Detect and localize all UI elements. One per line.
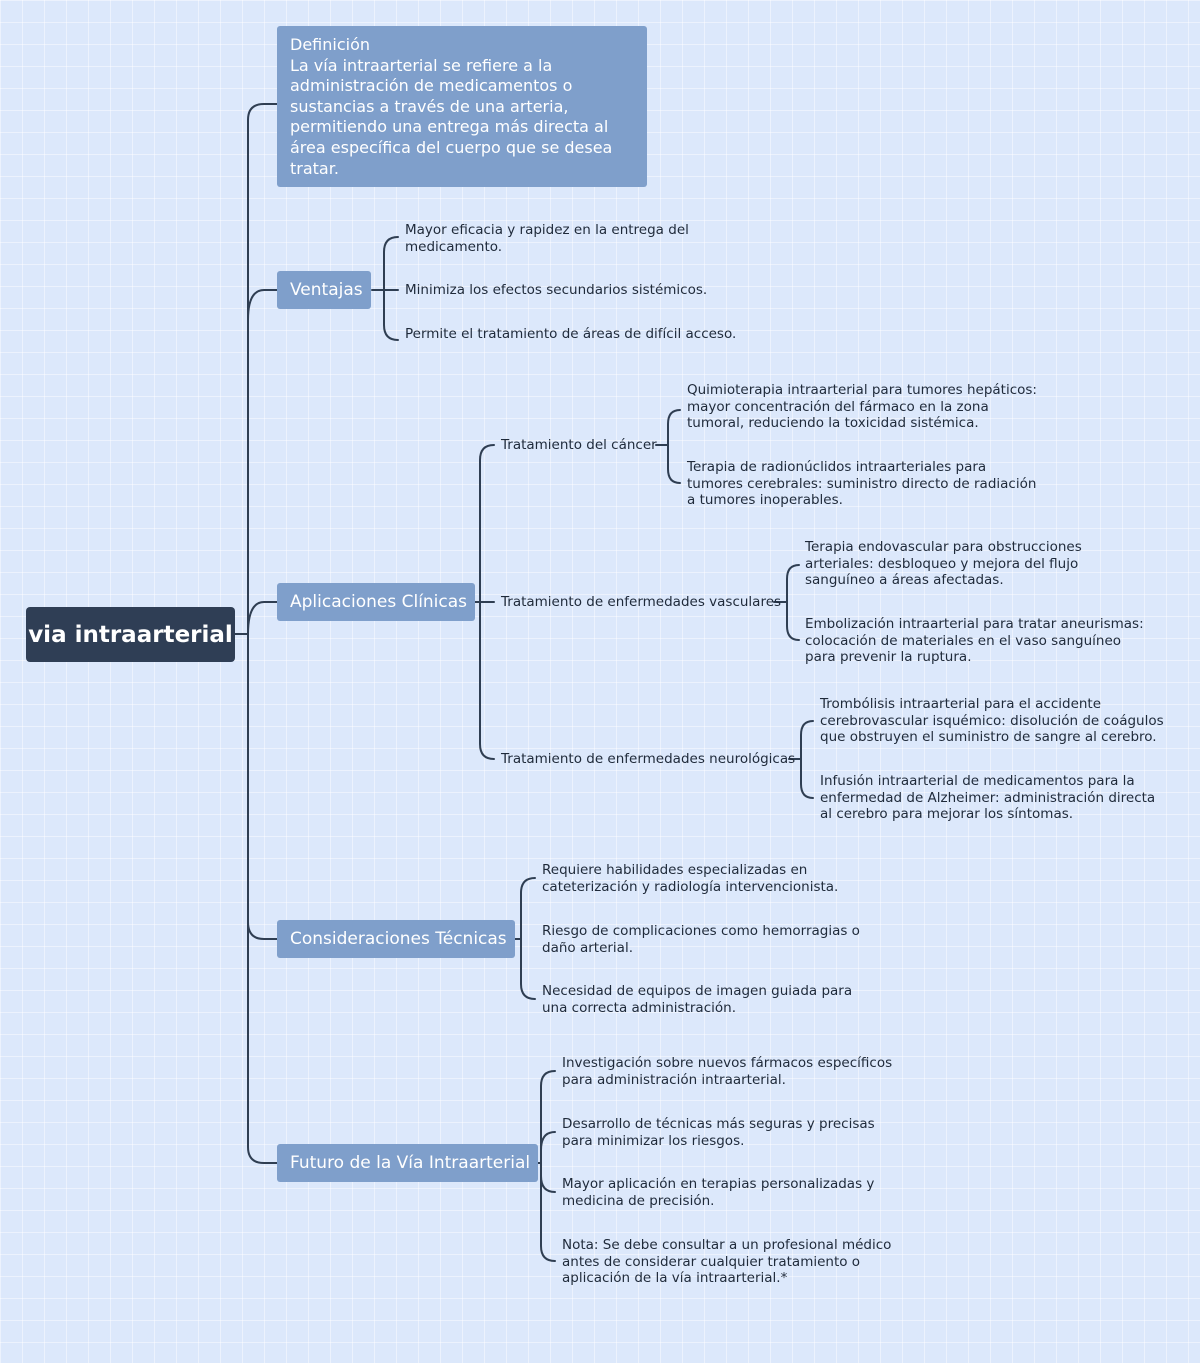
connector-cancer-bracket: [667, 409, 681, 484]
connector-consideraciones-bracket: [520, 877, 536, 1000]
ventaja-item[interactable]: Permite el tratamiento de áreas de difíc…: [405, 326, 737, 342]
futuro-item[interactable]: Nota: Se debe consultar a un profesional…: [562, 1237, 892, 1286]
cancer-item[interactable]: Quimioterapia intraarterial para tumores…: [687, 382, 1037, 431]
definition-text: La vía intraarterial se refiere a la adm…: [290, 55, 613, 178]
definition-box[interactable]: Definición La vía intraarterial se refie…: [277, 26, 647, 187]
branch-aplicaciones-clinicas[interactable]: Aplicaciones Clínicas: [277, 583, 476, 621]
neuro-item[interactable]: Infusión intraarterial de medicamentos p…: [820, 773, 1156, 822]
neuro-item[interactable]: Trombólisis intraarterial para el accide…: [820, 696, 1164, 745]
ventaja-item[interactable]: Minimiza los efectos secundarios sistémi…: [405, 282, 708, 298]
futuro-item[interactable]: Investigación sobre nuevos fármacos espe…: [562, 1055, 893, 1088]
sub-tratamiento-vascular[interactable]: Tratamiento de enfermedades vasculares: [501, 594, 782, 610]
connector-root-futuro: [247, 899, 278, 1164]
branch-futuro[interactable]: Futuro de la Vía Intraarterial: [277, 1144, 539, 1182]
connector-ventajas-bracket: [383, 236, 399, 341]
connector-vascular-bracket: [786, 564, 800, 641]
connector-root-definicion: [234, 103, 278, 635]
definition-title: Definición: [290, 35, 370, 54]
consideracion-item[interactable]: Necesidad de equipos de imagen guiada pa…: [542, 983, 853, 1016]
sub-tratamiento-neurologico[interactable]: Tratamiento de enfermedades neurológicas: [501, 751, 796, 767]
vascular-item[interactable]: Terapia endovascular para obstrucciones …: [805, 539, 1082, 588]
consideracion-item[interactable]: Riesgo de complicaciones como hemorragia…: [542, 923, 860, 956]
consideracion-item[interactable]: Requiere habilidades especializadas en c…: [542, 862, 839, 895]
vascular-item[interactable]: Embolización intraarterial para tratar a…: [805, 616, 1144, 665]
cancer-item[interactable]: Terapia de radionúclidos intraarteriales…: [687, 459, 1037, 508]
connector-neuro-bracket: [800, 720, 814, 799]
connector-root-ventajas: [247, 289, 278, 321]
connector-root-consideraciones: [247, 633, 278, 940]
connector-futuro-mid2: [540, 1175, 556, 1193]
futuro-item[interactable]: Desarrollo de técnicas más seguras y pre…: [562, 1116, 875, 1149]
root-node[interactable]: via intraarterial: [26, 607, 235, 662]
sub-tratamiento-cancer[interactable]: Tratamiento del cáncer: [501, 437, 657, 453]
connector-futuro-bracket: [540, 1070, 556, 1262]
futuro-item[interactable]: Mayor aplicación en terapias personaliza…: [562, 1176, 875, 1209]
connector-futuro-mid1: [540, 1131, 556, 1151]
branch-ventajas[interactable]: Ventajas: [277, 271, 371, 309]
ventaja-item[interactable]: Mayor eficacia y rapidez en la entrega d…: [405, 222, 689, 255]
connector-root-aplicaciones: [234, 601, 278, 635]
branch-consideraciones-tecnicas[interactable]: Consideraciones Técnicas: [277, 920, 515, 958]
